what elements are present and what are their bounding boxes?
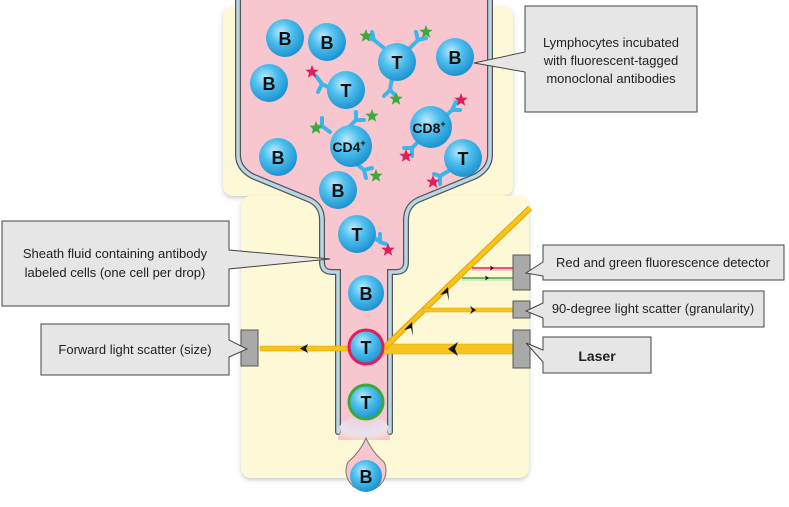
- callout-laser: Laser: [525, 336, 652, 374]
- cell-b: B: [308, 23, 346, 61]
- cell-t-red-labeled: T: [347, 328, 385, 366]
- diagonal-arrow-icon-2: [440, 287, 449, 301]
- callout-laser-label: Laser: [578, 348, 616, 364]
- forward-scatter-beam: [259, 345, 357, 352]
- svg-text:B: B: [321, 33, 334, 53]
- diagonal-arrow-icon-1: [404, 322, 413, 336]
- svg-text:B: B: [332, 181, 345, 201]
- callout-lymphocytes-line1: Lymphocytes incubated: [543, 35, 679, 50]
- laser-source: [512, 329, 531, 369]
- green-arrow-icon: [485, 275, 489, 281]
- cell-t: T: [338, 215, 376, 253]
- cell-b: B: [259, 138, 297, 176]
- svg-text:B: B: [272, 148, 285, 168]
- svg-text:B: B: [360, 284, 373, 304]
- callout-fluorescence: Red and green fluorescence detector: [524, 244, 785, 281]
- svg-text:CD4+: CD4+: [332, 138, 365, 155]
- callout-lymphocytes-line3: monoclonal antibodies: [546, 71, 676, 86]
- side-arrow-icon: [470, 306, 476, 314]
- svg-text:B: B: [263, 74, 276, 94]
- side-scatter-beam: [422, 307, 514, 313]
- cell-t: T: [327, 71, 365, 109]
- forward-arrow-icon: [300, 344, 308, 353]
- callout-sheath-line2: labeled cells (one cell per drop): [25, 265, 206, 280]
- callout-sheath-fluid: Sheath fluid containing antibody labeled…: [1, 220, 331, 307]
- callout-forward-label: Forward light scatter (size): [58, 342, 211, 357]
- callout-forward-scatter: Forward light scatter (size): [40, 323, 249, 376]
- callout-fluorescence-label: Red and green fluorescence detector: [556, 255, 771, 270]
- cell-b: B: [250, 64, 288, 102]
- cell-t: T: [444, 139, 482, 177]
- svg-text:T: T: [458, 149, 469, 169]
- svg-text:T: T: [361, 393, 372, 413]
- svg-text:T: T: [352, 225, 363, 245]
- svg-text:T: T: [361, 338, 372, 358]
- laser-arrow-icon: [448, 342, 458, 356]
- cell-b: B: [348, 275, 384, 311]
- callout-lymphocytes-line2: with fluorescent-tagged: [543, 53, 678, 68]
- svg-text:B: B: [279, 29, 292, 49]
- svg-text:T: T: [392, 53, 403, 73]
- callout-sheath-line1: Sheath fluid containing antibody: [23, 246, 208, 261]
- svg-text:B: B: [360, 467, 373, 487]
- callout-lymphocytes: Lymphocytes incubated with fluorescent-t…: [473, 5, 698, 113]
- cell-b-in-drop: B: [350, 460, 382, 492]
- cell-cd8: CD8+: [410, 106, 452, 148]
- cell-t: T: [378, 43, 416, 81]
- svg-text:T: T: [341, 81, 352, 101]
- cell-b: B: [436, 38, 474, 76]
- callout-side-scatter-label: 90-degree light scatter (granularity): [552, 301, 754, 316]
- red-arrow-icon: [490, 265, 494, 271]
- cell-b: B: [319, 171, 357, 209]
- cell-b: B: [266, 19, 304, 57]
- cell-cd4: CD4+: [330, 125, 372, 167]
- callout-side-scatter: 90-degree light scatter (granularity): [524, 290, 765, 328]
- nozzle-glow: [338, 416, 390, 448]
- cell-t-green-labeled: T: [347, 383, 385, 421]
- side-scatter-detector: [512, 300, 531, 319]
- svg-text:B: B: [449, 48, 462, 68]
- svg-text:CD8+: CD8+: [412, 119, 445, 136]
